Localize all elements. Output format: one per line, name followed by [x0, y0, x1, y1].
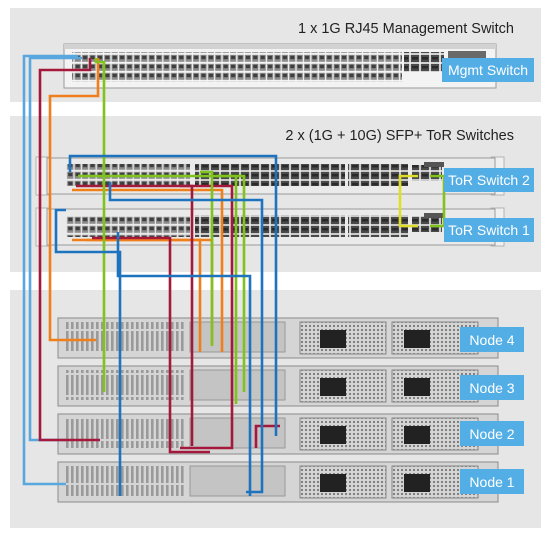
crimson-cable: [38, 58, 100, 442]
mgmt-switch-label: Mgmt Switch: [442, 58, 534, 82]
green-cables: [78, 58, 246, 404]
tor-section-title: 2 x (1G + 10G) SFP+ ToR Switches: [285, 128, 514, 144]
node-1-label: Node 1: [460, 469, 524, 494]
server-node-4: [57, 317, 499, 359]
node-2-label: Node 2: [460, 421, 524, 446]
tor-switch-2-label: ToR Switch 2: [444, 168, 534, 192]
orange-cable: [72, 188, 224, 352]
blue-cable: [116, 232, 252, 496]
server-node-3: [57, 365, 499, 407]
server-node-1: [57, 461, 499, 503]
crimson-cable: [180, 184, 234, 450]
isl-cable: [398, 174, 418, 228]
blue-cable: [54, 208, 122, 496]
management-cable: [22, 54, 78, 486]
node-1-label-text: Node 1: [469, 474, 514, 490]
node-3-label: Node 3: [460, 375, 524, 400]
mgmt-switch-label-text: Mgmt Switch: [448, 62, 528, 78]
isl-cable: [430, 174, 446, 228]
blue-cables: [54, 154, 278, 496]
tor-switch-2-label-text: ToR Switch 2: [448, 172, 530, 188]
mgmt-switch: [63, 43, 497, 89]
management-section-title: 1 x 1G RJ45 Management Switch: [298, 21, 514, 37]
node-2-label-text: Node 2: [469, 426, 514, 442]
node-4-label: Node 4: [460, 327, 524, 352]
server-node-2: [57, 413, 499, 455]
node-4-label-text: Node 4: [469, 332, 514, 348]
green-cable: [216, 174, 238, 404]
blue-cable: [68, 154, 278, 436]
orange-cable: [48, 58, 100, 342]
isl-cables: [398, 174, 446, 228]
green-cable: [94, 58, 106, 392]
green-cable: [200, 170, 214, 346]
orange-cables: [48, 58, 224, 352]
tor-switch-1-label-text: ToR Switch 1: [448, 222, 530, 238]
green-cable: [78, 174, 246, 392]
tor-switch-1-label: ToR Switch 1: [444, 218, 534, 242]
blue-cable: [108, 182, 264, 494]
crimson-cable: [254, 424, 280, 448]
crimson-cables: [38, 58, 280, 454]
crimson-cable: [92, 236, 210, 454]
node-3-label-text: Node 3: [469, 380, 514, 396]
